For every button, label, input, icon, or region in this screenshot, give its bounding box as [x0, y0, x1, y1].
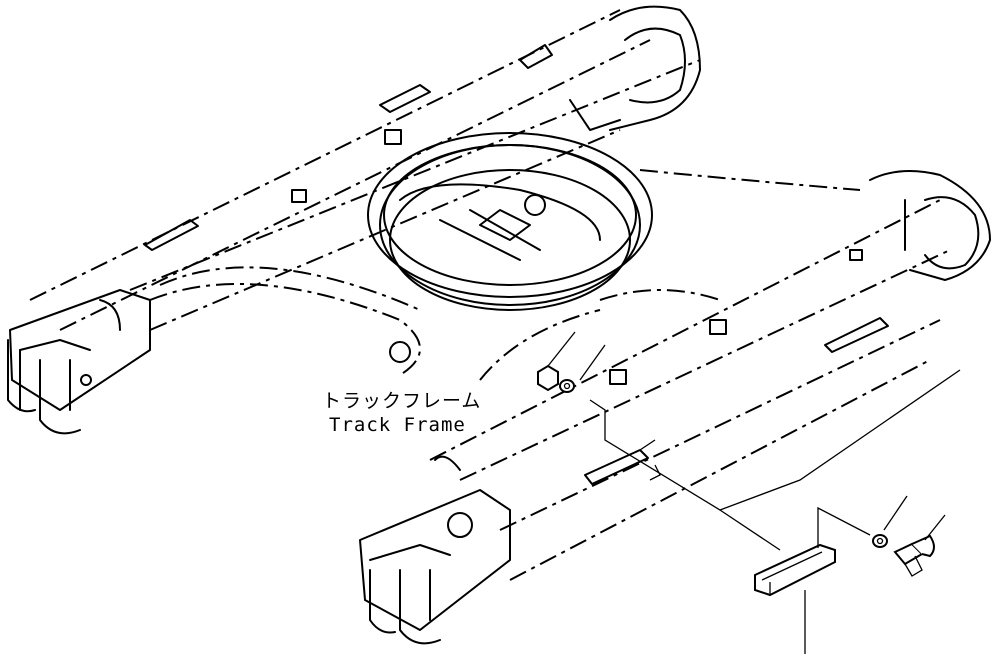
- bolt-part: [893, 534, 935, 577]
- washer-part-2: [872, 534, 888, 548]
- track-frame-label-japanese: トラックフレーム: [322, 390, 482, 412]
- center-frame: [149, 169, 861, 381]
- guard-part: [754, 543, 836, 597]
- left-track-frame-beam: [7, 5, 701, 435]
- track-frame-label-english: Track Frame: [329, 414, 466, 436]
- washer-part: [559, 379, 575, 393]
- exploded-parts: [537, 331, 961, 654]
- swing-circle: [367, 132, 653, 311]
- nut-part: [537, 364, 559, 392]
- right-track-frame-beam: [359, 170, 991, 645]
